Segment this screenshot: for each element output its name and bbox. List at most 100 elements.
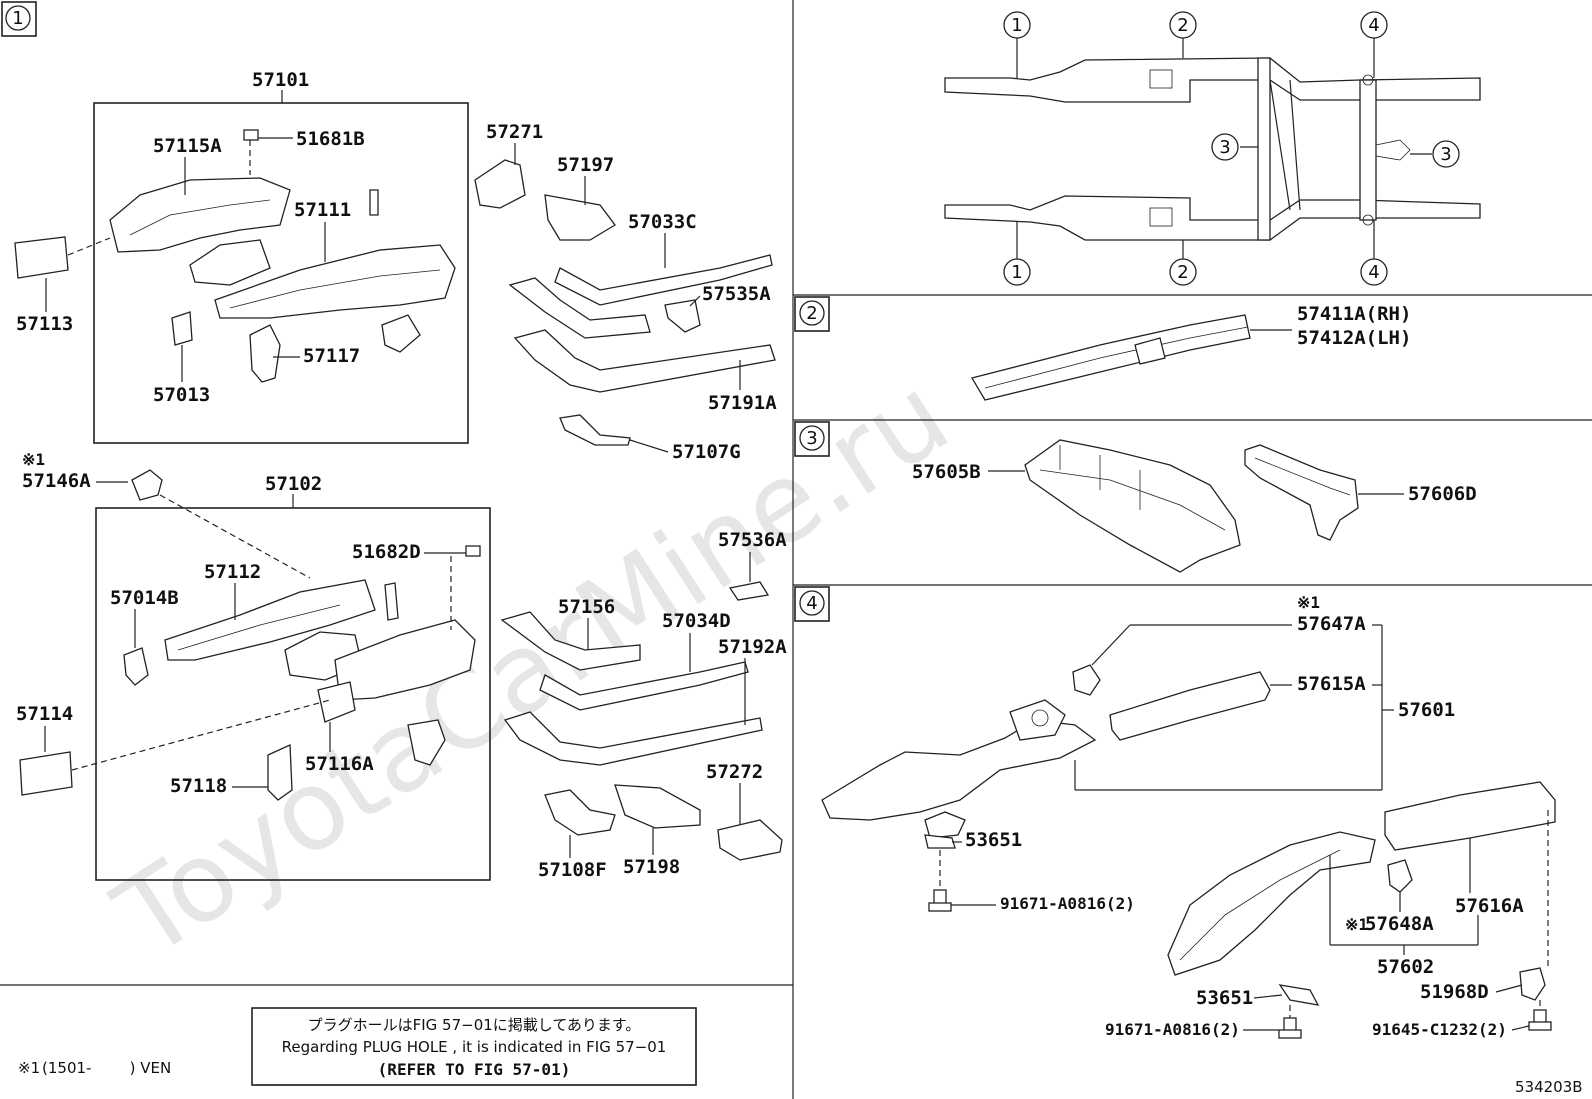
part-57602-rail: [1167, 831, 1376, 976]
part-label-57615A: 57615A: [1297, 673, 1366, 695]
part-label-51681B: 51681B: [296, 128, 365, 150]
part-label-57115A: 57115A: [153, 135, 222, 157]
part-57107G: [559, 414, 631, 446]
part-label-57101: 57101: [252, 69, 309, 91]
bolt-91645: [1528, 1009, 1552, 1031]
part-label-51682D: 51682D: [352, 541, 421, 563]
part-label-57013: 57013: [153, 384, 210, 406]
part-label-57146A: 57146A: [22, 470, 91, 492]
part-label-57648A: 57648A: [1365, 913, 1434, 935]
part-label-57113: 57113: [16, 313, 73, 335]
svg-text:2: 2: [806, 303, 817, 324]
part-57113: [14, 236, 69, 279]
part-label-57536A: 57536A: [718, 529, 787, 551]
note-english: Regarding PLUG HOLE , it is indicated in…: [282, 1038, 667, 1056]
part-label-57271: 57271: [486, 121, 543, 143]
part-57111: [214, 244, 456, 319]
part-57191A: [513, 329, 776, 393]
svg-text:1: 1: [12, 8, 23, 29]
part-label-57411A: 57411A(RH): [1297, 303, 1411, 325]
part-57033C: [554, 254, 773, 306]
part-label-57102: 57102: [265, 473, 322, 495]
part-label-57647A: 57647A: [1297, 613, 1366, 635]
part-57146A: [131, 469, 163, 501]
part-label-57112: 57112: [204, 561, 261, 583]
part-57198: [614, 784, 701, 829]
overview-marker-2-bottom: 2: [1169, 258, 1197, 286]
overview-marker-2-top: 2: [1169, 11, 1197, 39]
svg-text:3: 3: [1219, 137, 1230, 158]
ref-mark-57647A: ※1: [1297, 593, 1320, 612]
part-label-57111: 57111: [294, 199, 351, 221]
diagram-id: 534203B: [1515, 1078, 1583, 1096]
part-label-57033C: 57033C: [628, 211, 697, 233]
part-57156: [500, 611, 641, 671]
part-label-57118: 57118: [170, 775, 227, 797]
part-53651-a: [924, 834, 956, 849]
part-53651-b: [1278, 984, 1320, 1006]
part-label-57601: 57601: [1398, 699, 1455, 721]
part-57197: [544, 194, 616, 241]
part-57271: [474, 159, 526, 209]
part-57034D: [539, 661, 749, 711]
group-box-57101: [93, 102, 469, 444]
part-label-57114: 57114: [16, 703, 73, 725]
part-label-57014B: 57014B: [110, 587, 179, 609]
part-57115A: [109, 177, 291, 253]
part-label-57034D: 57034D: [662, 610, 731, 632]
part-57615A: [1109, 671, 1271, 741]
part-label-57191A: 57191A: [708, 392, 777, 414]
part-label-57197: 57197: [557, 154, 614, 176]
part-label-57192A: 57192A: [718, 636, 787, 658]
section-marker-1: 1: [1, 1, 37, 37]
part-label-57117: 57117: [303, 345, 360, 367]
svg-text:4: 4: [1368, 262, 1379, 283]
part-label-57108F: 57108F: [538, 859, 607, 881]
part-label-57616A: 57616A: [1455, 895, 1524, 917]
note-refer: (REFER TO FIG 57-01): [378, 1060, 571, 1079]
overview-marker-4-bottom: 4: [1360, 258, 1388, 286]
part-57192A: [503, 711, 763, 766]
overview-marker-4-top: 4: [1360, 11, 1388, 39]
part-label-53651-b: 53651: [1196, 987, 1253, 1009]
overview-marker-3-right: 3: [1432, 140, 1460, 168]
part-57114: [19, 751, 73, 796]
legend-mark: ※1: [18, 1059, 40, 1077]
part-57112: [164, 579, 376, 661]
part-57013: [171, 311, 193, 346]
part-57605B: [1024, 439, 1241, 573]
part-label-57412A: 57412A(LH): [1297, 327, 1411, 349]
ref-mark-57648A: ※1: [1345, 915, 1368, 934]
section-marker-4: 4: [794, 586, 830, 622]
part-57272: [717, 819, 783, 861]
overview-marker-3-left: 3: [1211, 133, 1239, 161]
part-label-51968D: 51968D: [1420, 981, 1489, 1003]
bolt-91671-a: [928, 889, 952, 912]
part-label-57606D: 57606D: [1408, 483, 1477, 505]
part-label-57156: 57156: [558, 596, 615, 618]
part-57616A: [1384, 781, 1556, 851]
bolt-91671-b: [1278, 1017, 1302, 1039]
part-57536A: [728, 581, 770, 601]
part-label-57605B: 57605B: [912, 461, 981, 483]
part-label-91671-b: 91671-A0816(2): [1105, 1020, 1240, 1039]
part-label-57198: 57198: [623, 856, 680, 878]
part-label-57272: 57272: [706, 761, 763, 783]
watermark: ToyotaCarMine.ru: [94, 351, 970, 982]
part-label-91671-a: 91671-A0816(2): [1000, 894, 1135, 913]
part-57108F: [544, 789, 616, 836]
part-label-91645: 91645-C1232(2): [1372, 1020, 1507, 1039]
part-label-57107G: 57107G: [672, 441, 741, 463]
svg-text:1: 1: [1011, 15, 1022, 36]
part-57535A: [664, 299, 701, 333]
svg-text:2: 2: [1177, 15, 1188, 36]
svg-text:4: 4: [1368, 15, 1379, 36]
part-57107G-upper: [508, 277, 651, 339]
frame-overview: 1 2 3 4 1 2 4 3: [944, 11, 1481, 286]
part-57601-front: [821, 719, 1097, 821]
part-57606D: [1244, 444, 1359, 541]
part-57118: [267, 744, 293, 801]
part-57411A: [971, 314, 1251, 401]
note-japanese: プラグホールはFIG 57−01に掲載してあります。: [308, 1016, 641, 1034]
